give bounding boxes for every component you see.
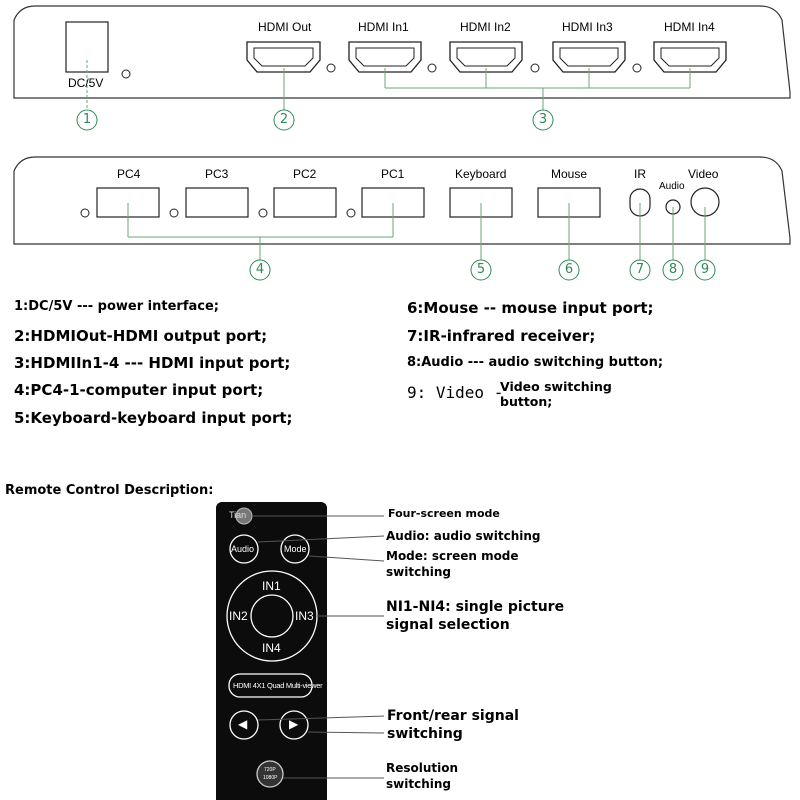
pc3-label: PC3 [205, 167, 229, 181]
callout-circle-4 [249, 259, 271, 281]
callout-front-rear: Front/rear signal switching [387, 708, 519, 742]
desc-item-5: 5:Keyboard-keyboard input port; [14, 409, 293, 427]
callout-ni: NI1-NI4: single picture signal selection [386, 599, 565, 633]
hdmi-in1-port [348, 41, 422, 73]
hdmi-out-port [246, 41, 321, 73]
callout-circle-6 [558, 259, 580, 281]
callout-circle-9 [694, 259, 716, 281]
remote-model-text: HDMI 4X1 Quad Multi-viewer [233, 681, 323, 690]
pc3-port [185, 187, 249, 218]
remote-section-title: Remote Control Description: [5, 483, 214, 498]
callout-audio: Audio: audio switching [386, 529, 541, 543]
callout-four-screen: Four-screen mode [388, 507, 500, 520]
callout-number-7: 7 [635, 262, 645, 277]
hdmi-in1-label: HDMI In1 [358, 20, 409, 34]
next-arrow-icon: ▶ [289, 717, 299, 731]
desc-item-3: 3:HDMIIn1-4 --- HDMI input port; [14, 354, 291, 372]
callout-circle-1 [76, 109, 98, 131]
remote-mode-text: Mode [284, 544, 307, 554]
ir-label: IR [634, 167, 646, 181]
keyboard-label: Keyboard [455, 167, 507, 181]
desc-item-9-suffix: Video switching button; [500, 379, 612, 409]
remote-audio-text: Audio [231, 544, 255, 554]
remote-in3-text[interactable]: IN3 [295, 609, 314, 623]
hdmi-out-port-inner [253, 47, 314, 67]
dc-label: DC/5V [68, 76, 104, 90]
led-pc2 [258, 208, 268, 218]
callout-mode: Mode: screen mode switching [386, 549, 519, 579]
hdmi-in4-label: HDMI In4 [664, 20, 715, 34]
top-led-out [326, 63, 336, 73]
audio-label: Audio [659, 181, 685, 192]
callout-circle-3 [532, 109, 554, 131]
callout-number-6: 6 [564, 262, 574, 277]
desc-item-4: 4:PC4-1-computer input port; [14, 381, 264, 399]
remote-brand-text: Tian [229, 510, 247, 520]
hdmi-in2-port [449, 41, 523, 73]
callout-resolution: Resolution switching [386, 761, 459, 791]
callout-circle-8 [662, 259, 684, 281]
res-top-text: 720P [264, 767, 276, 773]
hdmi-in2-label: HDMI In2 [460, 20, 511, 34]
pc4-label: PC4 [117, 167, 141, 181]
callout-number-2: 2 [279, 112, 289, 127]
led-pc3 [169, 208, 179, 218]
pc2-label: PC2 [293, 167, 317, 181]
remote-in1-text[interactable]: IN1 [262, 579, 281, 593]
callout-number-9: 9 [700, 262, 710, 277]
desc-item-8: 8:Audio --- audio switching button; [407, 355, 664, 370]
led-pc4 [80, 208, 90, 218]
top-led-dc [121, 69, 131, 79]
callout-number-4: 4 [255, 262, 265, 277]
hdmi-in4-port-inner [660, 47, 720, 67]
hdmi-in1-port-inner [355, 47, 415, 67]
remote-in2-text[interactable]: IN2 [229, 609, 248, 623]
hdmi-in3-port-inner [559, 47, 619, 67]
remote-in4-text[interactable]: IN4 [262, 641, 281, 655]
video-label: Video [688, 167, 719, 181]
callout-number-8: 8 [668, 262, 678, 277]
top-led-in2 [530, 63, 540, 73]
hdmi-in2-port-inner [456, 47, 516, 67]
hdmi-in4-port [653, 41, 727, 73]
callout-circle-5 [470, 259, 492, 281]
led-pc1 [346, 208, 356, 218]
desc-item-1: 1:DC/5V --- power interface; [14, 299, 219, 314]
callout-number-3: 3 [538, 112, 548, 127]
hdmi-out-label: HDMI Out [258, 20, 312, 34]
desc-item-7: 7:IR-infrared receiver; [407, 327, 596, 345]
hdmi-in3-port [552, 41, 626, 73]
callout-circle-7 [629, 259, 651, 281]
dc-port [65, 21, 109, 73]
top-led-in1 [427, 63, 437, 73]
callout-number-1: 1 [82, 112, 92, 127]
prev-arrow-icon: ◀ [238, 717, 248, 731]
pc1-label: PC1 [381, 167, 405, 181]
callout-number-5: 5 [476, 262, 486, 277]
desc-item-6: 6:Mouse -- mouse input port; [407, 299, 654, 317]
desc-item-9-prefix: 9: Video - [407, 383, 504, 402]
device-diagram [13, 5, 791, 281]
desc-item-2: 2:HDMIOut-HDMI output port; [14, 327, 268, 345]
callout-circle-2 [273, 109, 295, 131]
res-bottom-text: 1080P [263, 775, 278, 781]
hdmi-in3-label: HDMI In3 [562, 20, 613, 34]
mouse-label: Mouse [551, 167, 588, 181]
top-led-in3 [632, 63, 642, 73]
pc2-port [273, 187, 337, 218]
